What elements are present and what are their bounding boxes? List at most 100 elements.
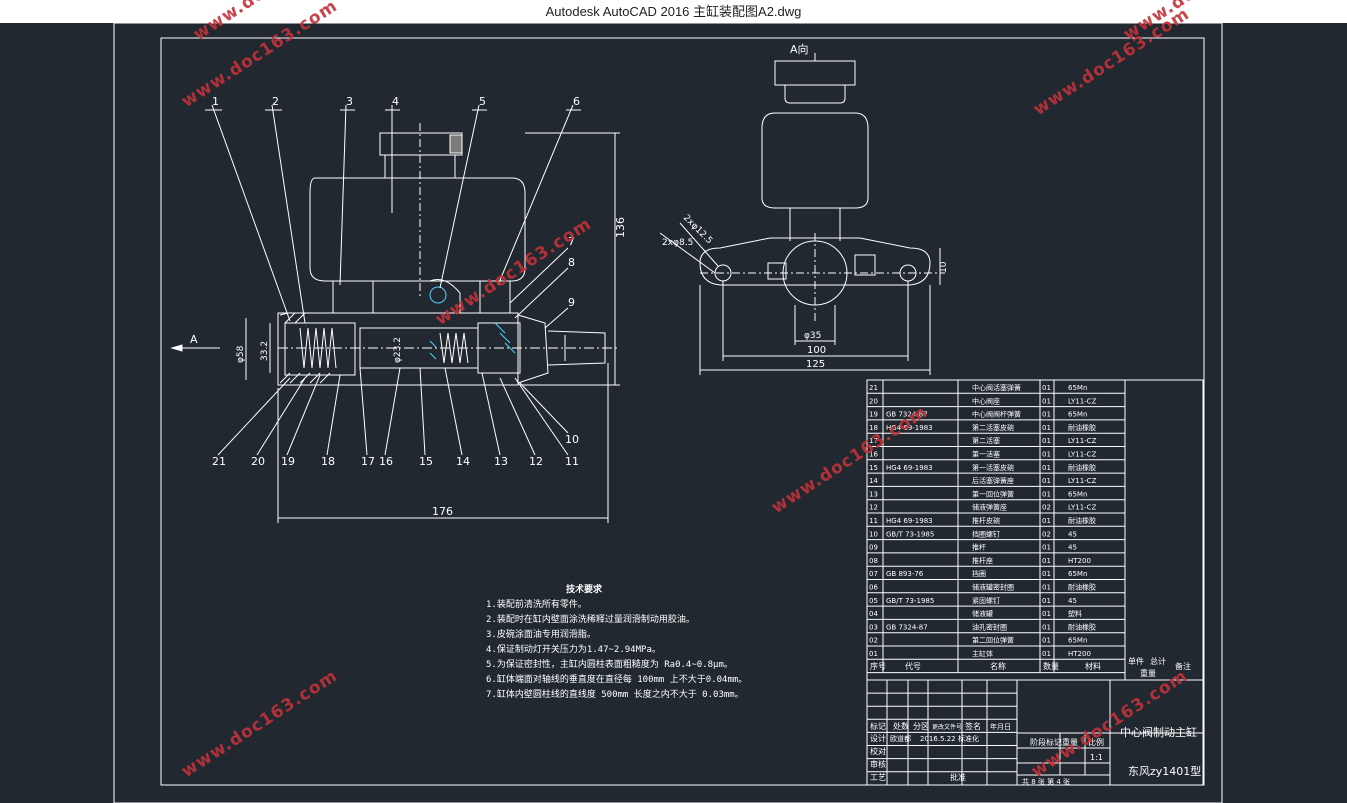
tb-check: 校对 — [870, 746, 886, 756]
bom-cell: 01 — [1042, 597, 1051, 605]
bom-cell: 04 — [869, 610, 878, 618]
leader-label: 18 — [321, 455, 335, 468]
bom-h-qty: 数量 — [1043, 661, 1059, 671]
frame-border — [160, 37, 1205, 786]
bom-cell: 油孔密封圈 — [972, 622, 1007, 631]
section-view[interactable] — [170, 123, 620, 386]
bom-cell: HT200 — [1068, 557, 1091, 565]
a-direction-view[interactable] — [659, 53, 945, 375]
bom-cell: 12 — [869, 504, 878, 512]
bom-cell: 后活塞弹簧座 — [972, 476, 1014, 485]
leader-label: 1 — [212, 95, 219, 108]
leader-label: 11 — [565, 455, 579, 468]
bom-cell: 01 — [869, 650, 878, 658]
bom-cell: 第一回位弹簧 — [972, 489, 1014, 498]
bom-cell: 02 — [1042, 530, 1051, 538]
leader-label: 14 — [456, 455, 470, 468]
bom-cell: LY11-CZ — [1068, 437, 1097, 445]
bom-cell: HT200 — [1068, 650, 1091, 658]
bom-cell: 45 — [1068, 530, 1077, 538]
note-line: 5.为保证密封性，主缸内圆柱表面粗糙度为 Ra0.4~0.8μm。 — [486, 660, 733, 670]
tb-doc: 更改文件号 — [932, 723, 962, 731]
bom-cell: 耐油橡胶 — [1068, 516, 1096, 525]
tb-mark: 标记 — [870, 721, 886, 731]
bom-cell: 耐油橡胶 — [1068, 622, 1096, 631]
bom-cell: 14 — [869, 477, 878, 485]
bom-cell: 中心阀座 — [972, 396, 1000, 405]
tb-process: 工艺 — [870, 773, 886, 782]
bom-cell: 06 — [869, 584, 878, 592]
bom-cell: 45 — [1068, 597, 1077, 605]
leader-label: 10 — [565, 433, 579, 446]
bom-cell: 20 — [869, 397, 878, 405]
dim-w125: 125 — [806, 359, 825, 370]
bom-cell: LY11-CZ — [1068, 451, 1097, 459]
product-name: 中心阀制动主缸 — [1120, 725, 1197, 739]
leader-label: 17 — [361, 455, 375, 468]
bom-cell: 01 — [1042, 384, 1051, 392]
bom-cell: HG4 69-1983 — [886, 464, 933, 472]
bom-cell: 01 — [1042, 570, 1051, 578]
bom-cell: 01 — [1042, 437, 1051, 445]
stage-label: 阶段标记 — [1030, 737, 1062, 747]
tb-count: 处数 — [893, 721, 909, 731]
bom-cell: 推杆皮碗 — [972, 516, 1000, 525]
dim-overall-length: 176 — [432, 505, 453, 518]
technical-notes: 技术要求 1.装配前清洗所有零件。 2.装配时在缸内壁面涂洗稀释过量润滑制动用胶… — [486, 583, 747, 703]
bom-cell: 紧固螺钉 — [972, 596, 1000, 605]
bom-grid — [866, 379, 1126, 674]
bom-cell: 01 — [1042, 544, 1051, 552]
bom-cell: 推杆座 — [972, 556, 993, 565]
tb-date: 年月日 — [990, 722, 1011, 731]
leader-label: 6 — [573, 95, 580, 108]
bom-h-total: 总计 — [1150, 656, 1166, 666]
bom-cell: 中心阀活塞弹簧 — [972, 383, 1021, 392]
view-label: A向 — [790, 42, 809, 56]
bom-cell: 65Mn — [1068, 570, 1087, 578]
leader-label: 7 — [568, 235, 575, 248]
leader-label: 9 — [568, 296, 575, 309]
leader-label: 2 — [272, 95, 279, 108]
leader-label: 12 — [529, 455, 543, 468]
bom-cell: 17 — [869, 437, 878, 445]
tb-review: 审核 — [870, 759, 886, 769]
bom-h-name: 名称 — [990, 661, 1006, 671]
bom-cell: 储液弹簧座 — [972, 503, 1007, 512]
bom-cell: 19 — [869, 411, 878, 419]
bom-cell: 储液罐密封圈 — [972, 583, 1014, 592]
tb-design-date: 2016.5.22 — [920, 735, 956, 743]
bom-cell: 21 — [869, 384, 878, 392]
note-line: 6.缸体端面对轴线的垂直度在直径每 100mm 上不大于0.04mm。 — [486, 675, 748, 685]
note-line: 1.装配前清洗所有零件。 — [486, 600, 587, 610]
bom-cell: 储液罐 — [972, 609, 993, 618]
bom-h-no: 序号 — [870, 661, 886, 671]
bom-cell: 07 — [869, 570, 878, 578]
weight-label: 重量 — [1062, 737, 1078, 747]
section-arrow-label: A — [190, 333, 198, 346]
bom-cell: 主缸体 — [972, 649, 993, 658]
dim-dia-outer: φ58 — [236, 345, 246, 363]
bom-cell: 挡圈 — [972, 569, 986, 578]
dim-height: 136 — [614, 217, 627, 238]
bom-cell: 推杆 — [972, 543, 986, 552]
dim-dia-mid: φ23.2 — [393, 337, 403, 363]
bom-cell: 10 — [869, 530, 878, 538]
leader-label: 13 — [494, 455, 508, 468]
drawing-number: 东风zy1401型 — [1128, 764, 1201, 778]
tb-design: 设计 — [870, 733, 886, 743]
bom-cell: GB 7324-87 — [886, 411, 928, 419]
sheet-count: 共 8 张 第 4 张 — [1022, 777, 1070, 786]
bom-cell: 01 — [1042, 397, 1051, 405]
dimension-lines — [245, 132, 620, 523]
bom-cell: GB 893-76 — [886, 570, 924, 578]
bom-h-material: 材料 — [1085, 661, 1101, 671]
leader-label: 16 — [379, 455, 393, 468]
bom-cell: GB 7324-87 — [886, 623, 928, 631]
dim-dia-inner: 33.2 — [260, 341, 270, 361]
bom-cell: 01 — [1042, 650, 1051, 658]
bom-cell: 18 — [869, 424, 878, 432]
bom-cell: 02 — [1042, 504, 1051, 512]
sheet-border — [113, 23, 1223, 803]
